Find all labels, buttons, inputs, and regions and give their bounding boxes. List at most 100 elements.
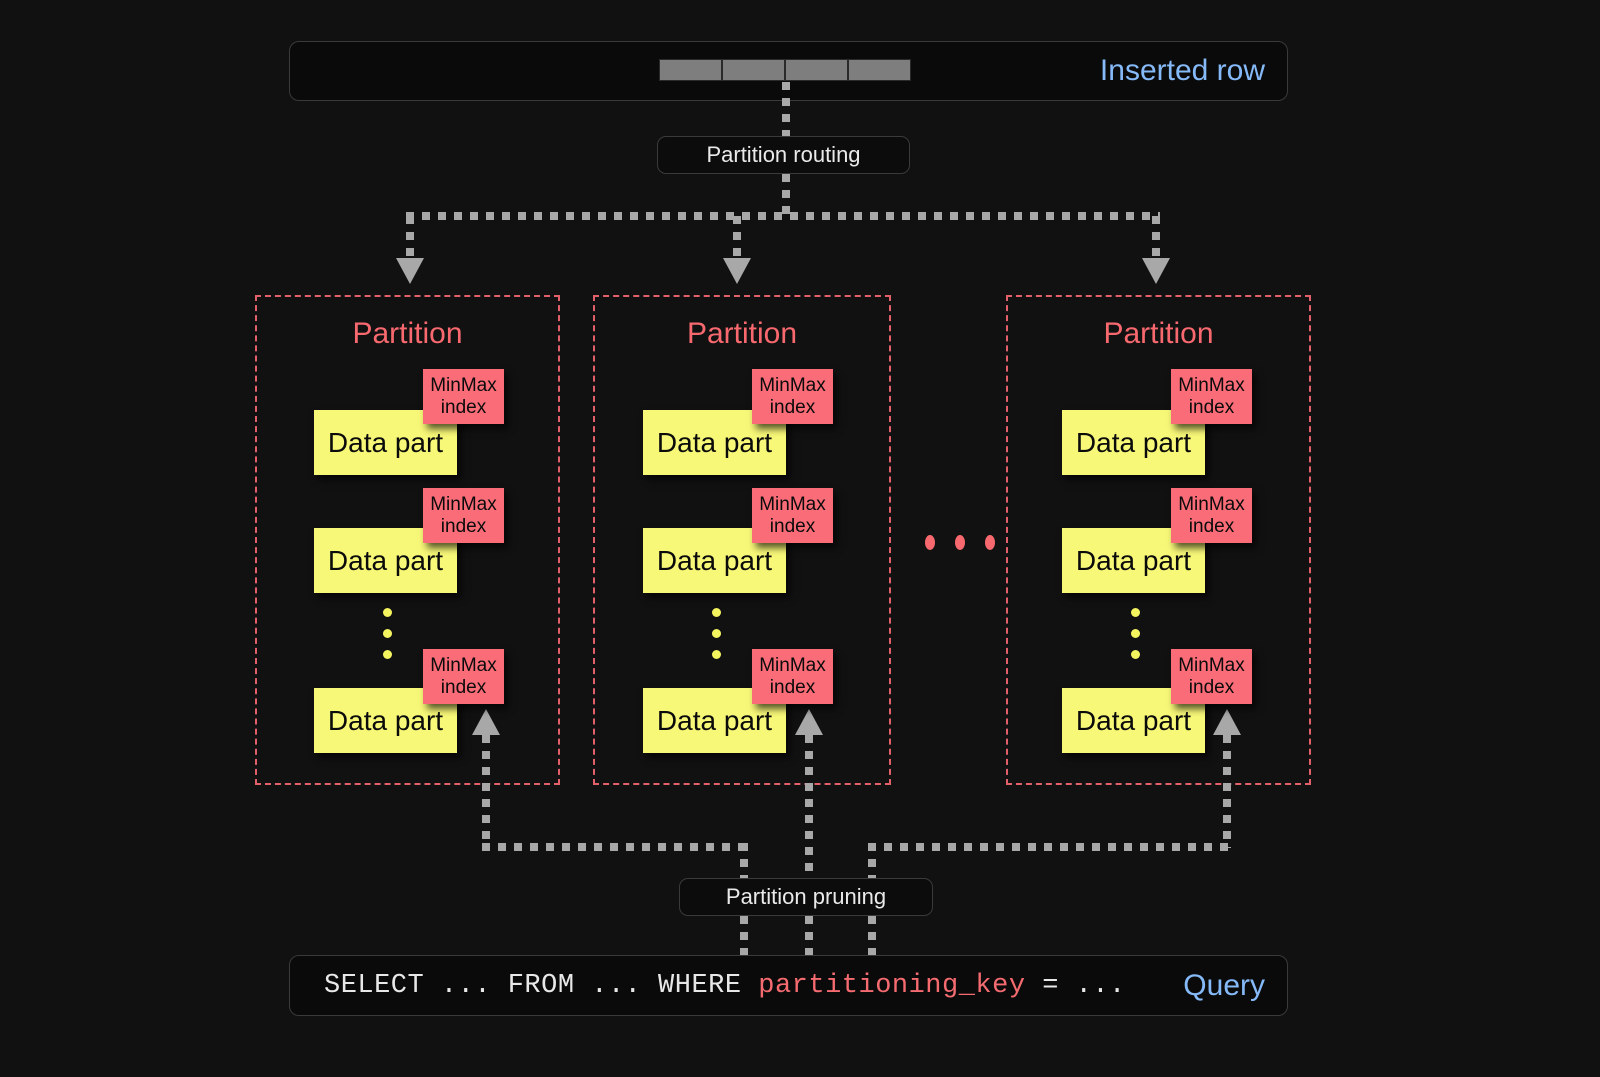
ellipsis-dot — [382, 649, 392, 659]
partition-container-2: Partition — [593, 295, 891, 785]
connector-pruning-to-query-right — [868, 916, 876, 958]
ellipsis-dot — [1130, 607, 1140, 617]
arrow-into-partition-2-part — [795, 709, 823, 735]
connector-pruning-to-partition-3 — [1223, 735, 1231, 848]
connector-routing-to-bus — [782, 174, 790, 216]
minmax-index-box: MinMax index — [752, 649, 833, 704]
partition-routing-label: Partition routing — [706, 142, 861, 167]
data-part-label: Data part — [327, 426, 444, 458]
query-partitioning-key: partitioning_key — [758, 970, 1026, 1001]
row-cell — [785, 59, 848, 81]
partition-routing-box: Partition routing — [657, 136, 910, 174]
row-cell — [722, 59, 785, 81]
minmax-line-2: index — [440, 396, 487, 418]
connector-pruning-to-query-left — [740, 916, 748, 958]
partition-pruning-label: Partition pruning — [725, 884, 887, 909]
minmax-line-1: MinMax — [1178, 494, 1245, 516]
minmax-line-2: index — [440, 515, 487, 537]
data-part-label: Data part — [327, 544, 444, 576]
ellipsis-dot — [925, 534, 935, 550]
connector-row-to-routing — [782, 82, 790, 136]
partition-title: Partition — [1103, 317, 1214, 350]
minmax-index-box: MinMax index — [1171, 369, 1252, 424]
query-statement: SELECT ... FROM ... WHERE partitioning_k… — [324, 971, 1126, 1001]
arrow-into-partition-3 — [1142, 258, 1170, 284]
inserted-row-cells — [659, 59, 911, 81]
pruning-bus-left — [482, 843, 747, 851]
inserted-row-label: Inserted row — [1099, 54, 1265, 87]
connector-bus-to-partition-1 — [406, 216, 414, 262]
row-cell — [848, 59, 911, 81]
connector-pruning-left-riser — [740, 843, 748, 891]
ellipsis-dot — [382, 607, 392, 617]
data-part: Data part — [314, 528, 457, 593]
query-prefix: SELECT ... FROM ... WHERE — [324, 970, 759, 1001]
partition-container-1: Partition — [255, 295, 560, 785]
ellipsis-dot — [711, 628, 721, 638]
minmax-line-2: index — [1188, 396, 1235, 418]
arrow-into-partition-1-part — [472, 709, 500, 735]
data-part-label: Data part — [1075, 704, 1192, 736]
data-part: Data part — [314, 688, 457, 753]
data-part-label: Data part — [1075, 426, 1192, 458]
minmax-line-1: MinMax — [430, 494, 497, 516]
minmax-index-box: MinMax index — [1171, 488, 1252, 543]
query-suffix: = ... — [1025, 970, 1126, 1001]
data-part-label: Data part — [656, 426, 773, 458]
data-part-ellipsis — [704, 600, 728, 666]
minmax-line-2: index — [440, 676, 487, 698]
partition-title: Partition — [352, 317, 463, 350]
minmax-index-box: MinMax index — [423, 488, 504, 543]
partition-ellipsis — [915, 530, 1005, 554]
connector-pruning-to-query-center — [805, 916, 813, 958]
data-part-ellipsis — [375, 600, 399, 666]
data-part-label: Data part — [656, 704, 773, 736]
ellipsis-dot — [711, 649, 721, 659]
minmax-line-1: MinMax — [1178, 655, 1245, 677]
data-part-label: Data part — [656, 544, 773, 576]
minmax-line-2: index — [769, 676, 816, 698]
connector-pruning-right-riser — [868, 843, 876, 891]
partition-title: Partition — [686, 317, 798, 350]
minmax-index-box: MinMax index — [752, 488, 833, 543]
minmax-index-box: MinMax index — [423, 369, 504, 424]
minmax-line-2: index — [769, 515, 816, 537]
minmax-line-2: index — [769, 396, 816, 418]
ellipsis-dot — [955, 534, 965, 550]
minmax-index-box: MinMax index — [1171, 649, 1252, 704]
minmax-line-2: index — [1188, 515, 1235, 537]
arrow-into-partition-1 — [396, 258, 424, 284]
minmax-index-box: MinMax index — [423, 649, 504, 704]
pruning-bus-right — [868, 843, 1231, 851]
connector-pruning-to-partition-1 — [482, 735, 490, 848]
ellipsis-dot — [1130, 649, 1140, 659]
minmax-line-1: MinMax — [430, 655, 497, 677]
data-part: Data part — [1062, 410, 1205, 475]
routing-bus — [406, 212, 1160, 220]
query-banner: SELECT ... FROM ... WHERE partitioning_k… — [289, 955, 1288, 1016]
ellipsis-dot — [711, 607, 721, 617]
minmax-line-1: MinMax — [430, 375, 497, 397]
data-part: Data part — [1062, 688, 1205, 753]
connector-bus-to-partition-3 — [1152, 216, 1160, 262]
data-part: Data part — [643, 410, 786, 475]
ellipsis-dot — [382, 628, 392, 638]
connector-pruning-to-partition-2 — [805, 735, 813, 891]
ellipsis-dot — [985, 534, 995, 550]
data-part-label: Data part — [327, 704, 444, 736]
query-label: Query — [1183, 968, 1265, 1002]
minmax-index-box: MinMax index — [752, 369, 833, 424]
row-cell — [659, 59, 722, 81]
minmax-line-1: MinMax — [759, 494, 826, 516]
partition-pruning-box: Partition pruning — [679, 878, 933, 916]
minmax-line-1: MinMax — [1178, 375, 1245, 397]
arrow-into-partition-2 — [723, 258, 751, 284]
minmax-line-2: index — [1188, 676, 1235, 698]
minmax-line-1: MinMax — [759, 375, 826, 397]
arrow-into-partition-3-part — [1213, 709, 1241, 735]
minmax-line-1: MinMax — [759, 655, 826, 677]
partition-container-3: Partition — [1006, 295, 1311, 785]
data-part-label: Data part — [1075, 544, 1192, 576]
connector-bus-to-partition-2 — [733, 216, 741, 262]
